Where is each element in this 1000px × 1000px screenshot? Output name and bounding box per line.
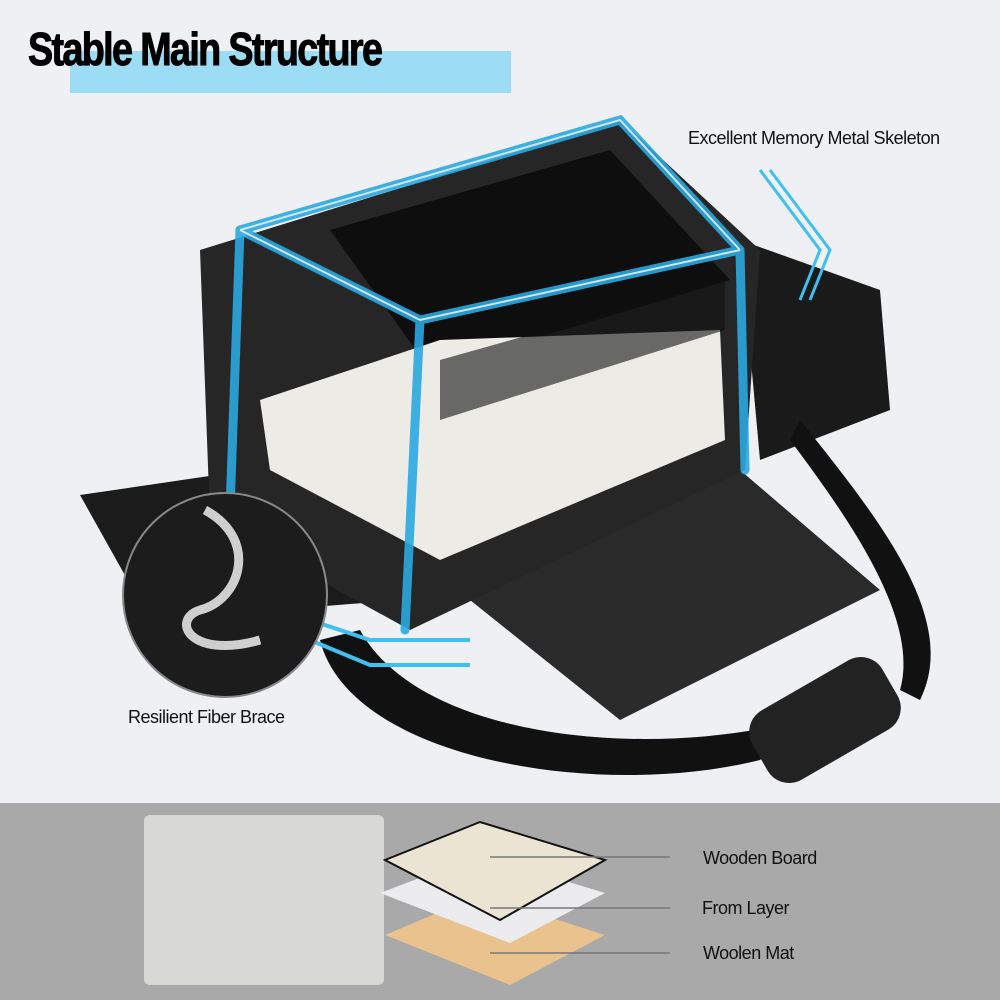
right-flap: [740, 240, 890, 460]
layer-label: Woolen Mat: [703, 943, 794, 963]
fleece-mat: [260, 330, 725, 560]
callout-skeleton: Excellent Memory Metal Skeleton: [688, 128, 940, 148]
shoulder-strap: [320, 630, 800, 775]
page-title: Stable Main Structure: [28, 23, 384, 76]
fleece-pad-image: [144, 815, 384, 985]
title-highlight: [70, 51, 511, 93]
shoulder-pad: [749, 657, 901, 783]
callout-brace: Resilient Fiber Brace: [128, 707, 285, 727]
flex-arrow-top: [758, 169, 832, 301]
flex-arrow-bottom: [309, 618, 470, 667]
layer-label: Wooden Board: [703, 848, 817, 868]
front-flap: [470, 470, 880, 720]
layer-wooden-board: [382, 820, 608, 922]
layer-label: From Layer: [702, 898, 790, 918]
